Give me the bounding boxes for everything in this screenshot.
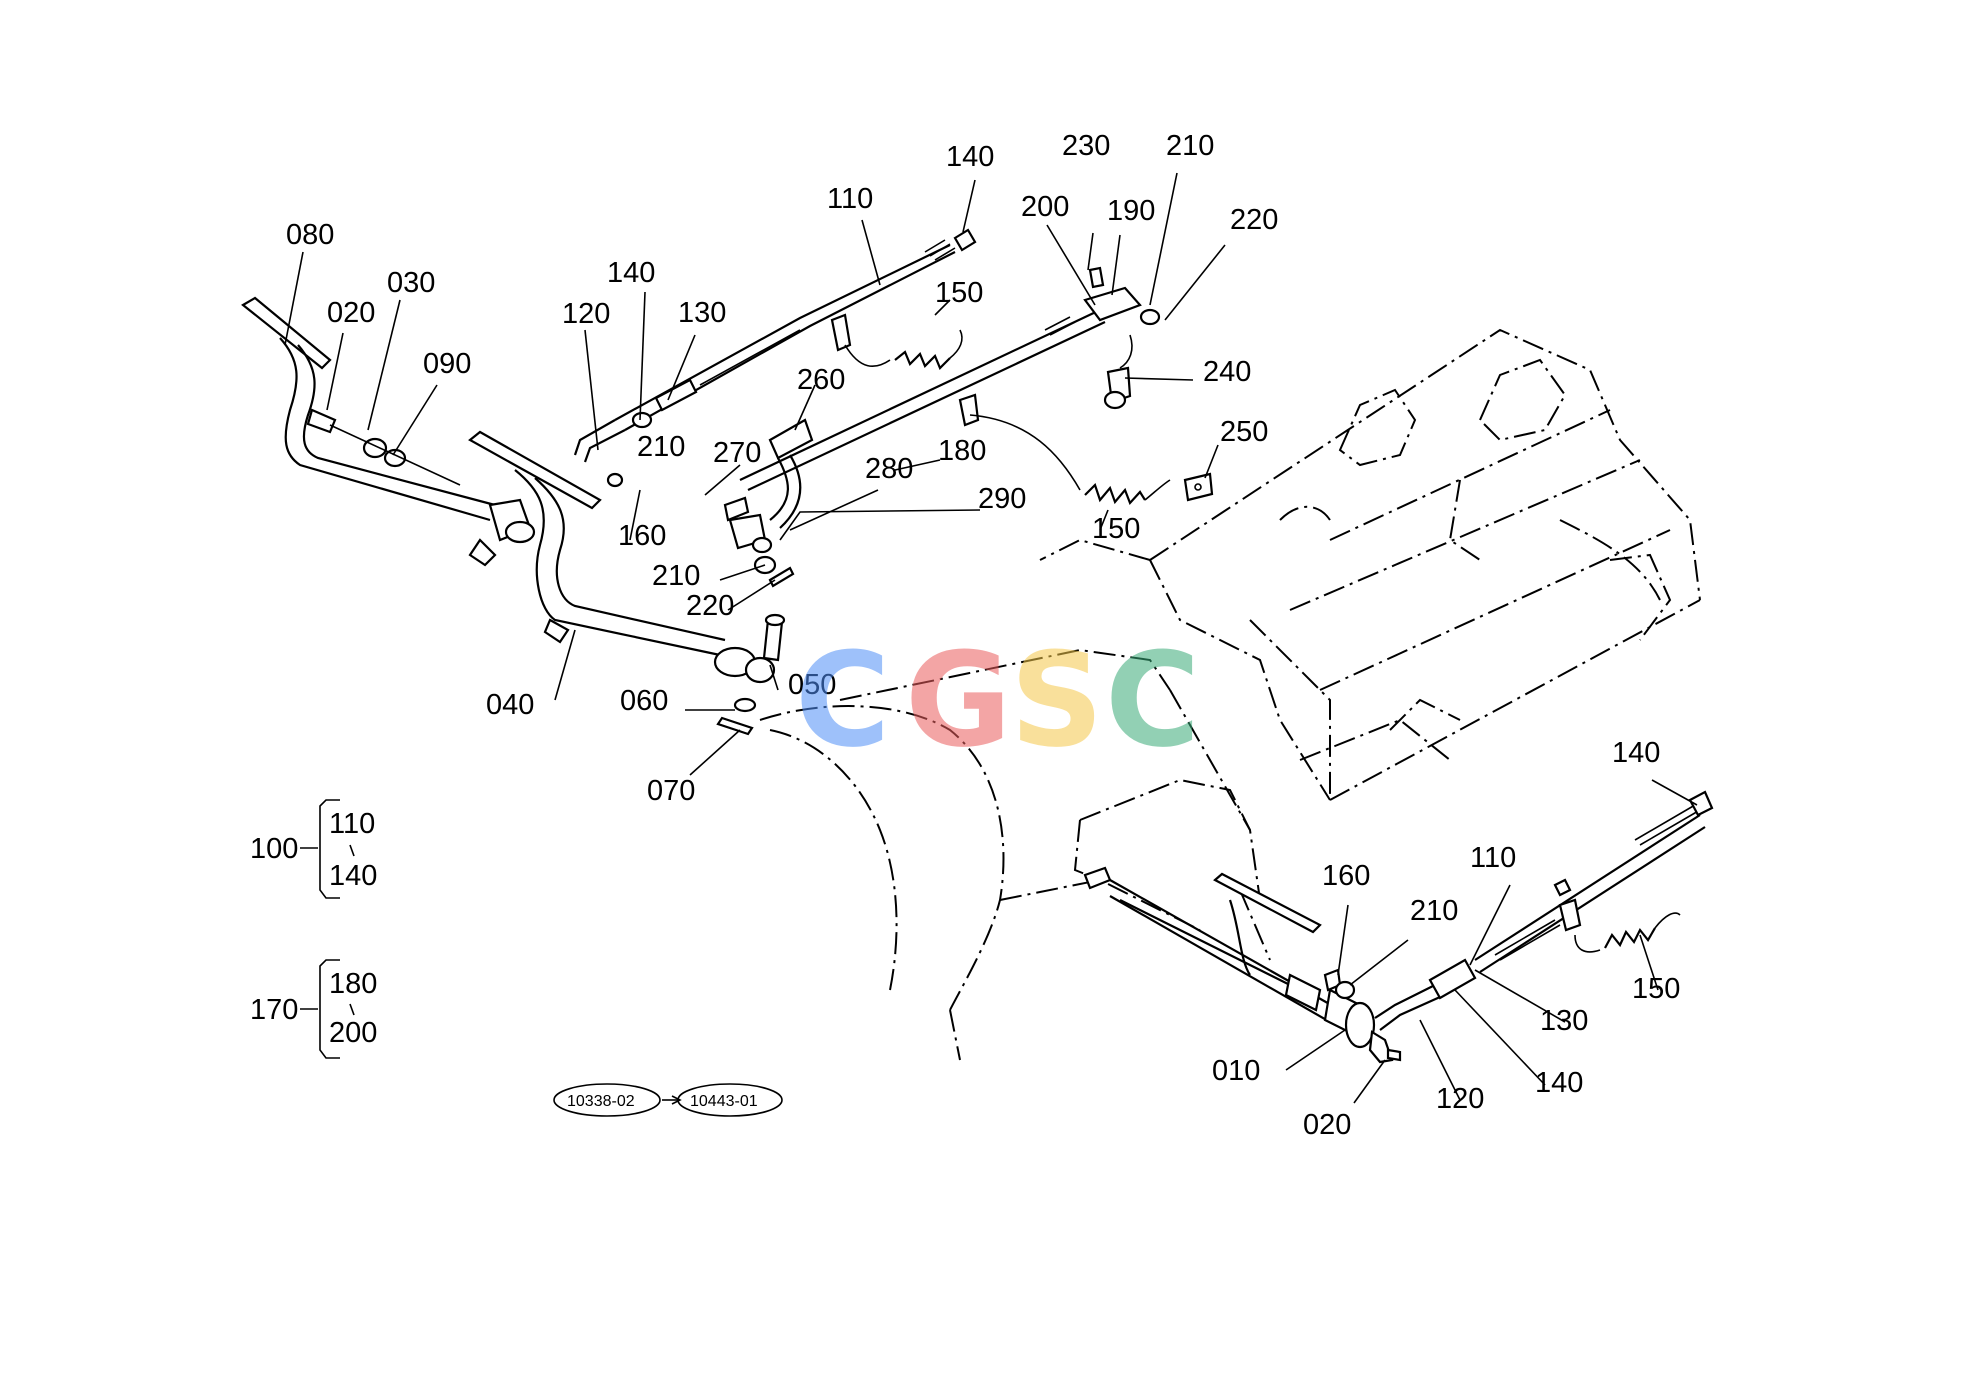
callout-140-top-left: 140 (607, 257, 655, 289)
callout-070: 070 (647, 775, 695, 807)
assembly-100-to: 140 (329, 860, 377, 892)
callout-210-mid: 210 (637, 431, 685, 463)
assembly-170-to: 200 (329, 1017, 377, 1049)
callout-140-lower-right: 140 (1612, 737, 1660, 769)
callout-110-top: 110 (827, 183, 873, 215)
callout-130-lower: 130 (1540, 1005, 1588, 1037)
callout-290: 290 (978, 483, 1026, 515)
transmission-housing-outline (759, 648, 1271, 1061)
pin-050 (716, 613, 786, 736)
watermark-letter-4: C (1105, 624, 1200, 776)
callout-020-top: 020 (327, 297, 375, 329)
callout-260: 260 (797, 364, 845, 396)
reference-to: 10443-01 (690, 1093, 758, 1110)
callout-050: 050 (788, 669, 836, 701)
callout-180: 180 (938, 435, 986, 467)
brake-pedal-right (468, 430, 776, 684)
assembly-100-id: 100 (250, 833, 298, 865)
assembly-170-from: 180 (329, 968, 377, 1000)
assembly-100-from: 110 (329, 808, 375, 840)
callout-010: 010 (1212, 1055, 1260, 1087)
callout-040: 040 (486, 689, 534, 721)
callout-030: 030 (387, 267, 435, 299)
callout-190: 190 (1107, 195, 1155, 227)
watermark-letter-3: S (1010, 624, 1104, 776)
engine-body-outline (1039, 328, 1701, 801)
callout-220-lower: 220 (686, 590, 734, 622)
callout-120-top: 120 (562, 298, 610, 330)
callout-210-lower-right: 210 (1410, 895, 1458, 927)
callout-160-top: 160 (618, 520, 666, 552)
spring-150-mid (969, 414, 1214, 506)
rod-lower (1374, 790, 1714, 1031)
callout-270: 270 (713, 437, 761, 469)
pedal-lower (1213, 872, 1322, 976)
bracket-260 (723, 418, 814, 588)
callout-280: 280 (865, 453, 913, 485)
callout-250: 250 (1220, 416, 1268, 448)
assembly-170: 170 180 200 (250, 959, 377, 1059)
rod-upper (573, 228, 977, 488)
callout-150-mid: 150 (1092, 513, 1140, 545)
watermark-letter-1: C (795, 624, 890, 776)
brake-pedal-left (241, 296, 536, 567)
reference-from: 10338-02 (567, 1093, 635, 1110)
pedal-shaft-bolt (306, 408, 461, 486)
callout-150-lower: 150 (1632, 973, 1680, 1005)
callout-200: 200 (1021, 191, 1069, 223)
callout-140-top-right: 140 (946, 141, 994, 173)
assembly-170-id: 170 (250, 994, 298, 1026)
callout-210-lower: 210 (652, 560, 700, 592)
assembly-100: 100 110 140 (250, 799, 377, 899)
lever-240 (1103, 334, 1133, 410)
spring-150-lower (1574, 912, 1681, 953)
callout-020-lower: 020 (1303, 1109, 1351, 1141)
callout-080: 080 (286, 219, 334, 251)
callout-210-top-right: 210 (1166, 130, 1214, 162)
rod-180 (739, 266, 1161, 491)
callout-150-top: 150 (935, 277, 983, 309)
spring-upper (844, 329, 963, 370)
callout-240: 240 (1203, 356, 1251, 388)
callout-220-top: 220 (1230, 204, 1278, 236)
callout-230: 230 (1062, 130, 1110, 162)
reference-codes: 10338-02 10443-01 (553, 1083, 783, 1117)
callout-060: 060 (620, 685, 668, 717)
callout-160-lower: 160 (1322, 860, 1370, 892)
callout-130-top: 130 (678, 297, 726, 329)
watermark-letter-2: G (905, 624, 1012, 776)
callout-110-lower: 110 (1470, 842, 1516, 874)
callout-090: 090 (423, 348, 471, 380)
washer-160-210 (1323, 968, 1356, 1000)
cross-shaft-010 (1083, 866, 1402, 1064)
callouts: 080 020 030 090 120 140 130 110 140 150 … (286, 130, 1680, 1141)
leader-lines (284, 172, 1698, 1104)
callout-120-lower: 120 (1436, 1083, 1484, 1115)
callout-140-lower-mid: 140 (1535, 1067, 1583, 1099)
watermark: C G S C (795, 624, 1200, 776)
